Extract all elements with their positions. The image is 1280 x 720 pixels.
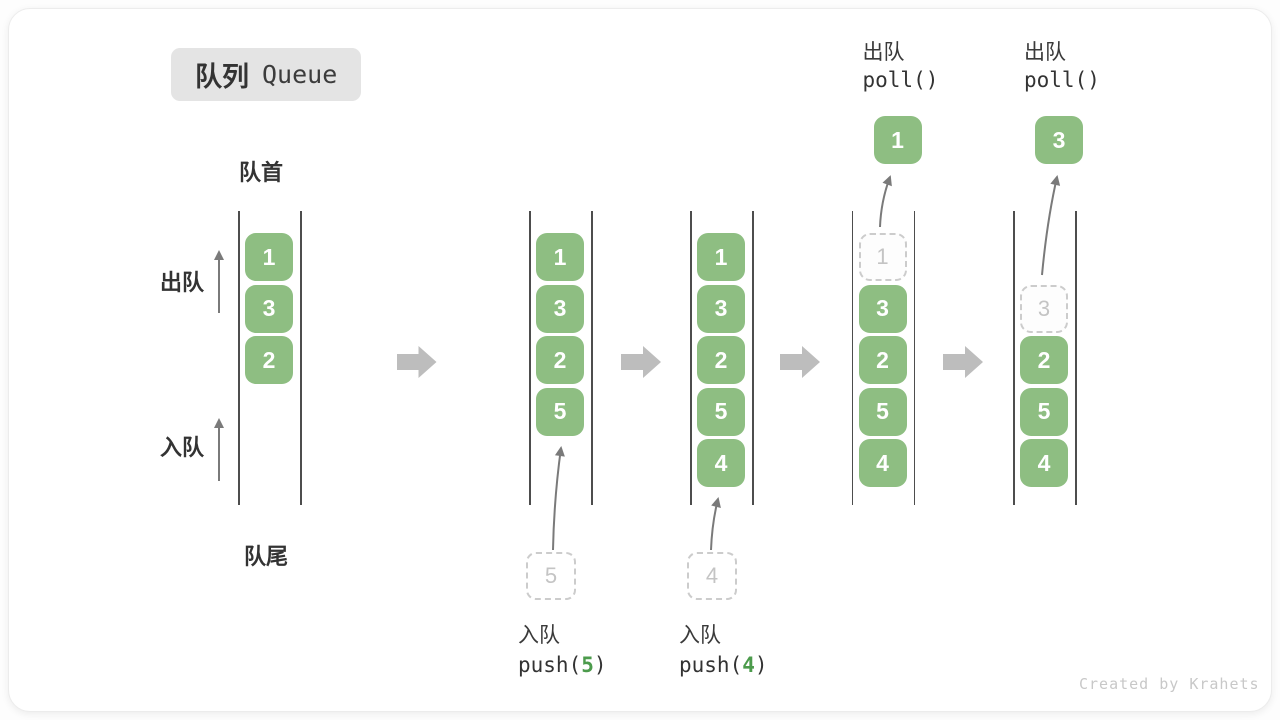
stage-transition-arrow-1 <box>396 346 437 378</box>
dequeue-arrow-poll-3 <box>1041 175 1061 276</box>
queue-slot: 3 <box>697 284 745 333</box>
pending-element-box: 4 <box>687 552 737 600</box>
pending-element-box: 5 <box>526 552 576 600</box>
popped-element-box: 3 <box>1035 116 1083 164</box>
queue-slot: 1 <box>858 233 907 281</box>
queue-slot: 1 <box>697 233 745 281</box>
queue-slot: 2 <box>1020 336 1068 384</box>
column-left-line <box>529 211 531 505</box>
queue-slot: 4 <box>1020 439 1068 487</box>
queue-slot: 3 <box>536 284 584 333</box>
queue-front-label: 队首 <box>239 160 284 185</box>
queue-slot: 3 <box>858 284 907 333</box>
queue-slot: 2 <box>858 336 907 384</box>
column-left-line <box>851 211 853 505</box>
code-arg: 5 <box>581 653 594 677</box>
popped-element-box: 1 <box>873 116 922 164</box>
code-post: ) <box>754 653 768 677</box>
column-right-line <box>913 211 915 505</box>
code-pre: push( <box>518 653 582 677</box>
code-arg: 4 <box>742 653 755 677</box>
column-left-line <box>690 211 692 505</box>
stage-transition-arrow-4 <box>943 346 983 378</box>
dequeue-op-label: 出队 <box>1024 41 1066 64</box>
column-left-line <box>1013 211 1015 505</box>
queue-slot: 5 <box>697 387 745 436</box>
enqueue-op-label: 入队 <box>679 624 721 647</box>
enqueue-arrow-push-4 <box>710 497 721 551</box>
queue-slot: 1 <box>536 233 584 281</box>
title-zh: 队列 <box>195 62 249 92</box>
enqueue-arrow-push-5 <box>552 446 565 551</box>
queue-slot: 2 <box>536 336 584 384</box>
stage-transition-arrow-2 <box>621 346 661 378</box>
queue-slot: 1 <box>245 233 293 281</box>
code-post: ) <box>593 653 607 677</box>
enqueue-op-code: push(5) <box>518 653 607 677</box>
queue-slot: 2 <box>697 336 745 384</box>
enqueue-op-label: 入队 <box>518 624 560 647</box>
queue-slot: 3 <box>1020 284 1068 333</box>
queue-slot: 2 <box>245 336 293 384</box>
queue-slot: 4 <box>697 439 745 487</box>
dequeue-op-code: poll() <box>862 68 939 92</box>
dequeue-op-code: poll() <box>1024 68 1100 92</box>
enqueue-side-label: 入队 <box>160 435 205 460</box>
dequeue-op-label: 出队 <box>862 41 905 64</box>
watermark: Created by Krahets <box>1079 675 1260 693</box>
title-en: Queue <box>262 60 338 89</box>
queue-slot: 5 <box>1020 387 1068 436</box>
column-right-line <box>752 211 754 505</box>
queue-slot: 4 <box>858 439 907 487</box>
queue-slot: 5 <box>858 387 907 436</box>
dequeue-arrow-poll-1 <box>879 175 892 228</box>
stage-transition-arrow-3 <box>780 346 820 378</box>
column-right-line <box>300 211 302 505</box>
column-left-line <box>238 211 240 505</box>
column-right-line <box>1075 211 1077 505</box>
column-right-line <box>591 211 593 505</box>
code-pre: push( <box>679 653 743 677</box>
dequeue-side-label: 出队 <box>160 270 205 295</box>
queue-slot: 3 <box>245 284 293 333</box>
title-badge: 队列 Queue <box>171 48 362 101</box>
enqueue-op-code: push(4) <box>679 653 768 677</box>
queue-rear-label: 队尾 <box>244 544 289 569</box>
queue-slot: 5 <box>536 387 584 436</box>
